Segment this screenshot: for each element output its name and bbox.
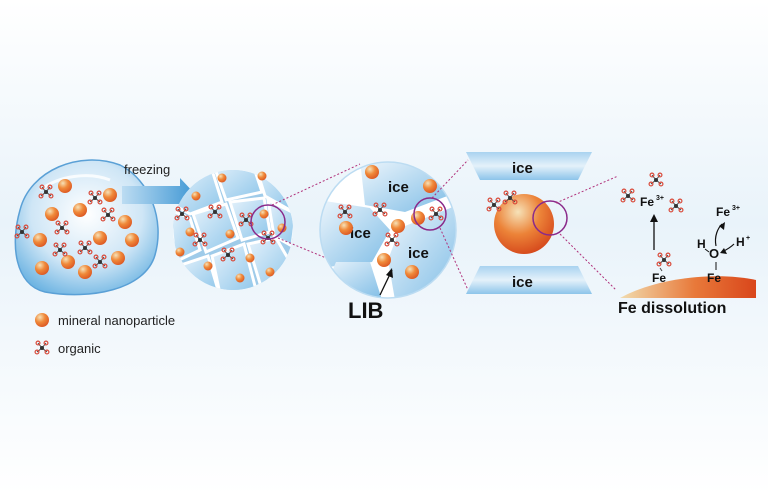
lib-label: LIB bbox=[348, 298, 383, 323]
legend-nanoparticle-label: mineral nanoparticle bbox=[58, 313, 175, 328]
frozen-polycrystal bbox=[173, 170, 293, 290]
zoom-connectors-3 bbox=[555, 175, 619, 291]
ice-label-2: ice bbox=[350, 225, 371, 242]
o-label: O bbox=[709, 246, 719, 261]
freezing-label: freezing bbox=[124, 162, 170, 177]
ice-label-1: ice bbox=[388, 179, 409, 196]
fe3-sup-complex: 3+ bbox=[656, 195, 664, 202]
ice-gap-panel: ice ice bbox=[466, 152, 592, 294]
freezing-arrow: freezing bbox=[122, 162, 196, 212]
mineral-surface bbox=[620, 276, 756, 298]
zoom-connectors-2 bbox=[431, 159, 469, 291]
fe-dissolution-label: Fe dissolution bbox=[618, 300, 726, 317]
legend-item-nanoparticle: mineral nanoparticle bbox=[35, 313, 175, 328]
fe3-label-complex: Fe bbox=[640, 195, 654, 209]
ice-label-top: ice bbox=[512, 160, 533, 177]
ice-label-3: ice bbox=[408, 245, 429, 262]
fe3-label-free: Fe bbox=[716, 205, 730, 219]
zoom-circle-1 bbox=[250, 204, 286, 240]
fe-label-right: Fe bbox=[707, 271, 721, 285]
h-plus-label: H bbox=[736, 235, 745, 249]
nanoparticle-swatch bbox=[35, 313, 49, 327]
mineral-particle-large bbox=[494, 194, 554, 254]
ice-label-bottom: ice bbox=[512, 274, 533, 291]
legend: mineral nanoparticle organic bbox=[34, 313, 175, 356]
fe-label-left: Fe bbox=[652, 271, 666, 285]
fe-dissolution-panel: Fe 3+ Fe Fe 3+ H O H + Fe Fe dissolution bbox=[618, 172, 756, 317]
h-label: H bbox=[697, 237, 706, 251]
fe3-sup-free: 3+ bbox=[732, 205, 740, 212]
legend-item-organic: organic bbox=[34, 340, 101, 356]
h-plus-sup: + bbox=[746, 235, 750, 242]
zoom-circle-3 bbox=[532, 200, 568, 236]
zoom-circle-2 bbox=[413, 197, 447, 231]
legend-organic-label: organic bbox=[58, 341, 101, 356]
lib-annotation: LIB bbox=[348, 268, 393, 323]
